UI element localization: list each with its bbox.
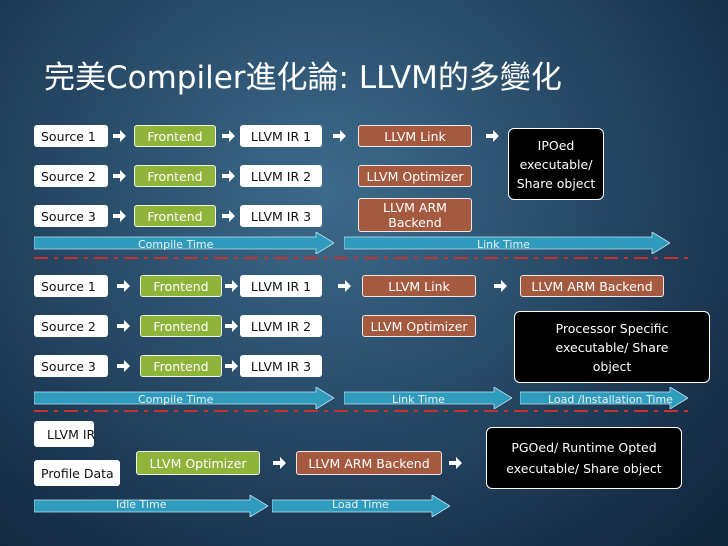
llvm-ir-2-box: LLVM IR 2 <box>240 165 322 187</box>
arrow-right-icon <box>225 360 238 372</box>
frontend-2-box: Frontend <box>134 165 216 187</box>
frontend-3-box: Frontend <box>140 355 222 377</box>
llvm-ir-2-box: LLVM IR 2 <box>240 315 322 337</box>
llvm-link-box: LLVM Link <box>362 275 476 297</box>
llvm-ir-3-box: LLVM IR 3 <box>240 355 322 377</box>
llvm-arm-backend-box: LLVM ARM Backend <box>358 198 472 232</box>
link-time-bar <box>344 232 670 254</box>
arrow-right-icon <box>333 130 346 142</box>
compile-time-bar <box>34 232 334 254</box>
arrow-right-icon <box>449 457 462 469</box>
link-time-label: Link Time <box>392 393 445 406</box>
compile-time-bar <box>34 387 334 409</box>
frontend-1-box: Frontend <box>134 125 216 147</box>
arrow-right-icon <box>113 210 126 222</box>
load-installation-time-label: Load /Installation Time <box>548 393 673 406</box>
llvm-ir-1-box: LLVM IR 1 <box>240 275 322 297</box>
arrow-right-icon <box>222 170 235 182</box>
arrow-right-icon <box>117 280 130 292</box>
page-title: 完美Compiler進化論: LLVM的多變化 <box>44 60 562 96</box>
separator-line <box>34 257 694 259</box>
ipoed-output-box: IPOed executable/ Share object <box>508 128 604 200</box>
llvm-ir-3-box: LLVM IR 3 <box>240 205 322 227</box>
arrow-right-icon <box>273 457 286 469</box>
idle-time-bar <box>34 495 268 517</box>
source-2-box: Source 2 <box>34 165 108 187</box>
arrow-right-icon <box>222 210 235 222</box>
source-1-box: Source 1 <box>34 275 108 297</box>
frontend-1-box: Frontend <box>140 275 222 297</box>
load-time-bar <box>272 495 450 517</box>
arrow-right-icon <box>225 320 238 332</box>
arrow-right-icon <box>225 280 238 292</box>
arrow-right-icon <box>113 170 126 182</box>
llvm-arm-backend-box: LLVM ARM Backend <box>520 275 664 297</box>
source-3-box: Source 3 <box>34 205 108 227</box>
arrow-right-icon <box>338 280 351 292</box>
arrow-right-icon <box>113 130 126 142</box>
llvm-link-box: LLVM Link <box>358 125 472 147</box>
profile-data-box: Profile Data <box>34 460 120 486</box>
llvm-arm-backend-box: LLVM ARM Backend <box>296 451 442 475</box>
llvm-ir-1-box: LLVM IR 1 <box>240 125 322 147</box>
load-time-label: Load Time <box>332 498 389 511</box>
arrow-right-icon <box>494 280 507 292</box>
source-3-box: Source 3 <box>34 355 108 377</box>
frontend-2-box: Frontend <box>140 315 222 337</box>
load-installation-time-bar <box>520 387 688 409</box>
source-2-box: Source 2 <box>34 315 108 337</box>
compile-time-label: Compile Time <box>138 238 214 251</box>
link-time-bar <box>344 387 512 409</box>
llvm-optimizer-box: LLVM Optimizer <box>362 315 476 337</box>
separator-line <box>34 410 694 412</box>
llvm-ir-input-box: LLVM IR <box>34 421 95 447</box>
arrow-right-icon <box>486 130 499 142</box>
frontend-3-box: Frontend <box>134 205 216 227</box>
llvm-optimizer-box: LLVM Optimizer <box>358 165 472 187</box>
arrow-right-icon <box>222 130 235 142</box>
link-time-label: Link Time <box>477 238 530 251</box>
pgoed-output-box: PGOed/ Runtime Opted executable/ Share o… <box>486 427 682 489</box>
llvm-optimizer-box: LLVM Optimizer <box>136 451 260 475</box>
source-1-box: Source 1 <box>34 125 108 147</box>
arrow-right-icon <box>117 360 130 372</box>
processor-specific-output-box: Processor Specific executable/ Share obj… <box>514 311 710 383</box>
compile-time-label: Compile Time <box>138 393 214 406</box>
idle-time-label: Idle Time <box>116 498 167 511</box>
arrow-right-icon <box>117 320 130 332</box>
